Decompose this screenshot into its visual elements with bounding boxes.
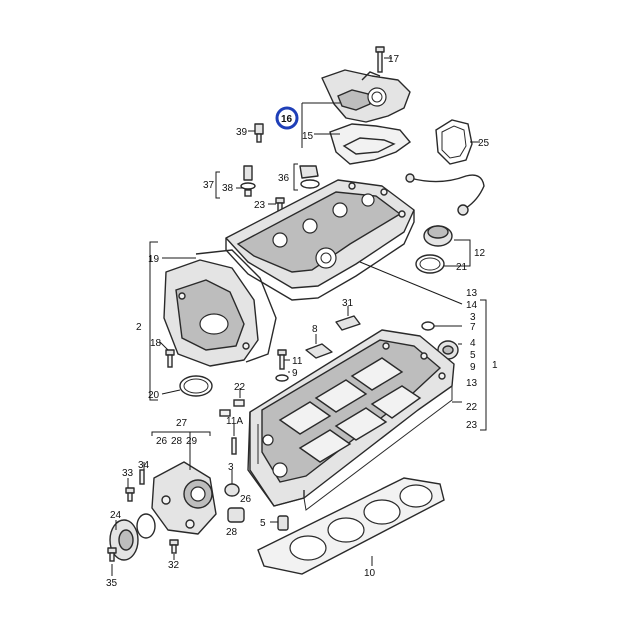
part-25-gasket-ring[interactable] (435, 119, 473, 165)
part-1-cylinder-head[interactable] (247, 329, 455, 511)
part-9-washer[interactable] (275, 374, 289, 382)
part-31-strip[interactable] (335, 315, 361, 331)
callout-23-upper: 23 (254, 200, 266, 211)
part-18-bolt[interactable] (165, 349, 175, 368)
callout-13-right: 13 (466, 378, 478, 389)
callout-5-right: 5 (470, 350, 476, 361)
callout-24: 24 (110, 510, 122, 521)
part-17-bolt[interactable] (375, 46, 385, 73)
callout-7: 7 (470, 322, 476, 333)
callout-33: 33 (122, 468, 134, 479)
callout-labels: 17 15 25 39 37 38 36 23 19 2 18 20 11 9 … (106, 54, 498, 589)
callout-27: 27 (176, 418, 188, 429)
part-5-plug[interactable] (277, 515, 289, 531)
callout-11a: 11A (226, 416, 243, 427)
callout-32: 32 (168, 560, 180, 571)
callout-31: 31 (342, 298, 354, 309)
callout-19: 19 (148, 254, 160, 265)
callout-39: 39 (236, 127, 248, 138)
callout-35: 35 (106, 578, 118, 589)
part-8-plate[interactable] (305, 343, 333, 359)
callout-26-bottom: 26 (240, 494, 252, 505)
callout-29: 29 (186, 436, 198, 447)
part-2-timing-cover[interactable] (163, 259, 259, 367)
part-33-bolt[interactable] (125, 487, 135, 502)
part-7-o-ring[interactable] (421, 321, 435, 331)
callout-26-top: 26 (156, 436, 168, 447)
part-20-o-ring[interactable] (179, 375, 213, 397)
callout-9-left: 9 (292, 368, 298, 379)
part-39-plug[interactable] (254, 123, 264, 143)
part-11-bolt[interactable] (277, 349, 287, 370)
callout-9-right: 9 (470, 362, 476, 373)
callout-37: 37 (203, 180, 215, 191)
callout-23-right: 23 (466, 420, 478, 431)
part-24-disc[interactable] (109, 519, 139, 561)
part-hose[interactable] (405, 173, 485, 216)
callout-22-left: 22 (234, 382, 246, 393)
part-38-sensor[interactable] (240, 165, 256, 197)
callout-10: 10 (364, 568, 376, 579)
callout-1: 1 (492, 360, 498, 371)
callout-28-bottom: 28 (226, 527, 238, 538)
callout-15: 15 (302, 131, 314, 142)
part-36-cap[interactable] (299, 165, 320, 189)
part-27-housing[interactable] (151, 461, 217, 535)
part-22-pins[interactable] (219, 399, 245, 417)
callout-4: 4 (470, 338, 476, 349)
part-21-seal[interactable] (415, 254, 445, 274)
part-14-head-cover[interactable] (225, 179, 415, 301)
callout-14: 14 (466, 300, 478, 311)
callout-16: 16 (281, 114, 293, 125)
part-16-housing[interactable] (321, 69, 411, 123)
callout-21: 21 (456, 262, 468, 273)
part-19-cover-gasket[interactable] (195, 249, 277, 363)
callout-11: 11 (292, 356, 303, 367)
part-29-o-ring[interactable] (136, 513, 156, 539)
part-28-cap[interactable] (227, 507, 245, 523)
callout-8: 8 (312, 324, 318, 335)
callout-20: 20 (148, 390, 160, 401)
callout-36: 36 (278, 173, 290, 184)
part-15-gasket[interactable] (329, 123, 412, 165)
part-11a-stud[interactable] (231, 437, 237, 455)
callout-25: 25 (478, 138, 490, 149)
callout-3-right: 3 (470, 312, 476, 323)
leader-lines (111, 57, 487, 576)
callout-28-top: 28 (171, 436, 183, 447)
part-12-oil-cap[interactable] (423, 225, 453, 247)
callout-12: 12 (474, 248, 486, 259)
part-32-bolt[interactable] (169, 539, 179, 554)
callout-5-left: 5 (260, 518, 266, 529)
callout-18: 18 (150, 338, 162, 349)
callout-17: 17 (388, 54, 400, 65)
callout-38: 38 (222, 183, 234, 194)
callout-34: 34 (138, 460, 150, 471)
callout-2: 2 (136, 322, 142, 333)
callout-3-left: 3 (228, 462, 234, 473)
callout-16-highlighted[interactable]: 16 (275, 106, 299, 130)
part-35-bolt[interactable] (107, 547, 117, 562)
part-26-plug[interactable] (224, 483, 240, 497)
callout-22-right: 22 (466, 402, 478, 413)
part-34-stud[interactable] (139, 469, 145, 485)
callout-13-top: 13 (466, 288, 478, 299)
part-10-head-gasket[interactable] (257, 477, 445, 575)
